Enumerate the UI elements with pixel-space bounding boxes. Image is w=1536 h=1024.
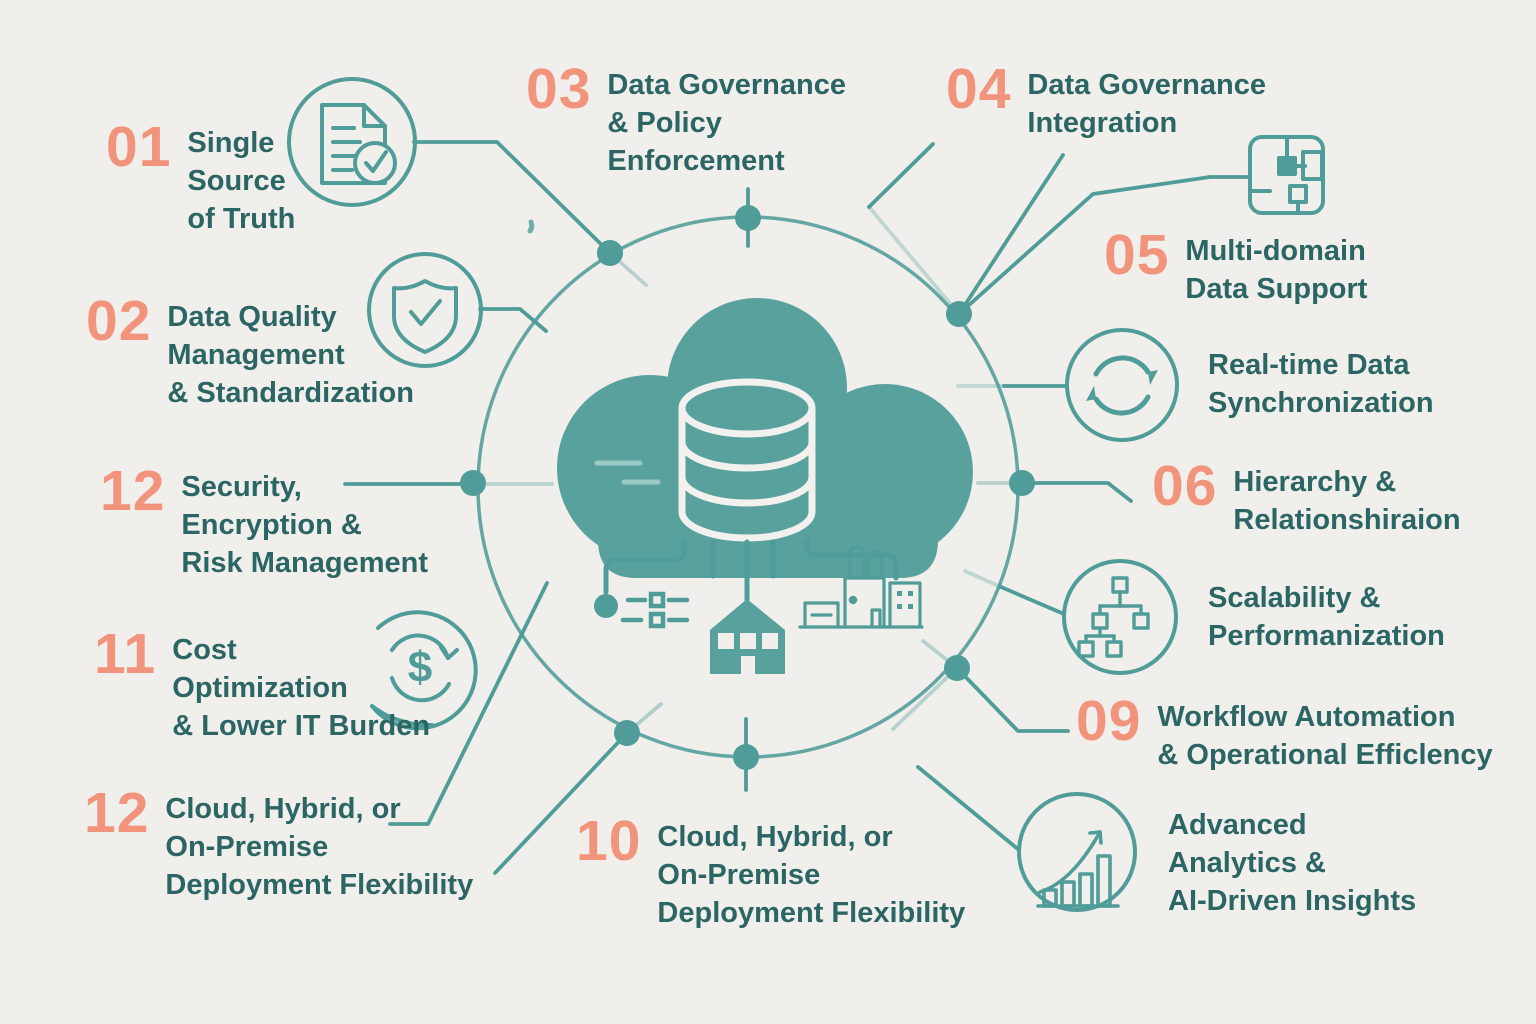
item-label: Cloud, Hybrid, or On-Premise Deployment … — [657, 821, 966, 929]
item-advanced-analytics: Advanced Analytics & AI-Driven Insights — [1168, 806, 1416, 920]
item-06: 06 Hierarchy & Relationshiraion — [1152, 454, 1461, 539]
item-number: 02 — [86, 289, 152, 353]
leg-elbow-left — [603, 537, 687, 595]
item-number: 05 — [1104, 223, 1170, 287]
node-w — [460, 470, 486, 496]
connector-01 — [412, 140, 612, 255]
item-label: Single Source of Truth — [187, 127, 296, 235]
node-e — [1009, 470, 1035, 496]
item-label: Multi-domain Data Support — [1185, 235, 1368, 305]
node-sw — [614, 720, 640, 746]
connector-lines — [343, 140, 1249, 875]
connector-integration — [957, 175, 1249, 316]
node-ne — [946, 301, 972, 327]
item-realtime-sync: Real-time Data Synchronization — [1208, 346, 1434, 422]
item-label: Data Governance & Policy Enforcement — [607, 69, 846, 177]
integration-grid-icon — [1248, 135, 1325, 215]
node-nw — [597, 240, 623, 266]
item-number: 06 — [1152, 454, 1218, 518]
document-check-icon — [287, 77, 417, 207]
item-01: 01 Single Source of Truth — [106, 115, 296, 238]
database-icon — [678, 378, 816, 542]
item-label: Data Quality Management & Standardizatio… — [167, 301, 414, 409]
hierarchy-chart-icon — [1062, 559, 1178, 675]
node-top — [735, 205, 761, 231]
item-scalability: Scalability & Performanization — [1208, 579, 1445, 655]
item-label: Security, Encryption & Risk Management — [181, 471, 428, 579]
buildings-icon — [798, 545, 924, 629]
node-bottom — [733, 744, 759, 770]
item-03: 03 Data Governance & Policy Enforcement — [526, 57, 846, 180]
list-icon — [620, 591, 690, 629]
item-number: 03 — [526, 57, 592, 121]
analytics-growth-icon — [1017, 792, 1137, 912]
item-label: Workflow Automation & Operational Efficl… — [1157, 701, 1493, 771]
item-number: 12 — [100, 459, 166, 523]
stray-mark — [527, 219, 535, 234]
item-label: Scalability & Performanization — [1208, 582, 1445, 652]
item-label: Real-time Data Synchronization — [1208, 349, 1434, 419]
connector-04b — [867, 142, 935, 209]
sync-arrows-icon — [1065, 328, 1179, 442]
dollar-glyph: $ — [408, 643, 432, 692]
house-icon — [710, 599, 785, 674]
item-04: 04 Data Governance Integration — [946, 57, 1266, 142]
item-label: Data Governance Integration — [1027, 69, 1266, 139]
item-number: 11 — [94, 622, 157, 686]
item-12-security: 12 Security, Encryption & Risk Managemen… — [100, 459, 428, 582]
item-label: Cost Optimization & Lower IT Burden — [172, 634, 431, 742]
shield-check-icon — [367, 252, 483, 368]
connector-06 — [1020, 481, 1133, 503]
item-label: Hierarchy & Relationshiraion — [1233, 466, 1461, 536]
item-label: Advanced Analytics & AI-Driven Insights — [1168, 809, 1417, 917]
item-09: 09 Workflow Automation & Operational Eff… — [1076, 689, 1493, 774]
item-02: 02 Data Quality Management & Standardiza… — [86, 289, 414, 412]
connector-04a — [957, 153, 1065, 316]
node-se — [944, 655, 970, 681]
connector-10 — [493, 731, 629, 875]
connector-se-fade — [891, 666, 959, 731]
item-number: 09 — [1076, 689, 1142, 753]
item-05: 05 Multi-domain Data Support — [1104, 223, 1368, 308]
item-number: 01 — [106, 115, 172, 179]
endpoint-dot — [594, 594, 618, 618]
hub-nodes — [460, 205, 1035, 770]
item-number: 10 — [576, 809, 642, 873]
dollar-refresh-icon: $ — [370, 610, 478, 731]
connector-analytics — [916, 765, 1021, 852]
item-10: 10 Cloud, Hybrid, or On-Premise Deployme… — [576, 809, 966, 932]
item-number: 04 — [946, 57, 1012, 121]
item-label: Cloud, Hybrid, or On-Premise Deployment … — [165, 793, 474, 901]
item-12-cloud: 12 Cloud, Hybrid, or On-Premise Deployme… — [84, 781, 474, 904]
connector-04b-fade — [867, 205, 961, 316]
item-number: 12 — [84, 781, 150, 845]
connector-09 — [955, 666, 1070, 733]
connector-02 — [478, 307, 548, 333]
item-11: 11 Cost Optimization & Lower IT Burden — [94, 622, 431, 745]
cloud-database-icon — [557, 298, 973, 618]
connector-hierarchy-fade — [963, 569, 1003, 589]
connector-12b — [388, 581, 549, 826]
connector-hierarchy — [999, 585, 1066, 616]
